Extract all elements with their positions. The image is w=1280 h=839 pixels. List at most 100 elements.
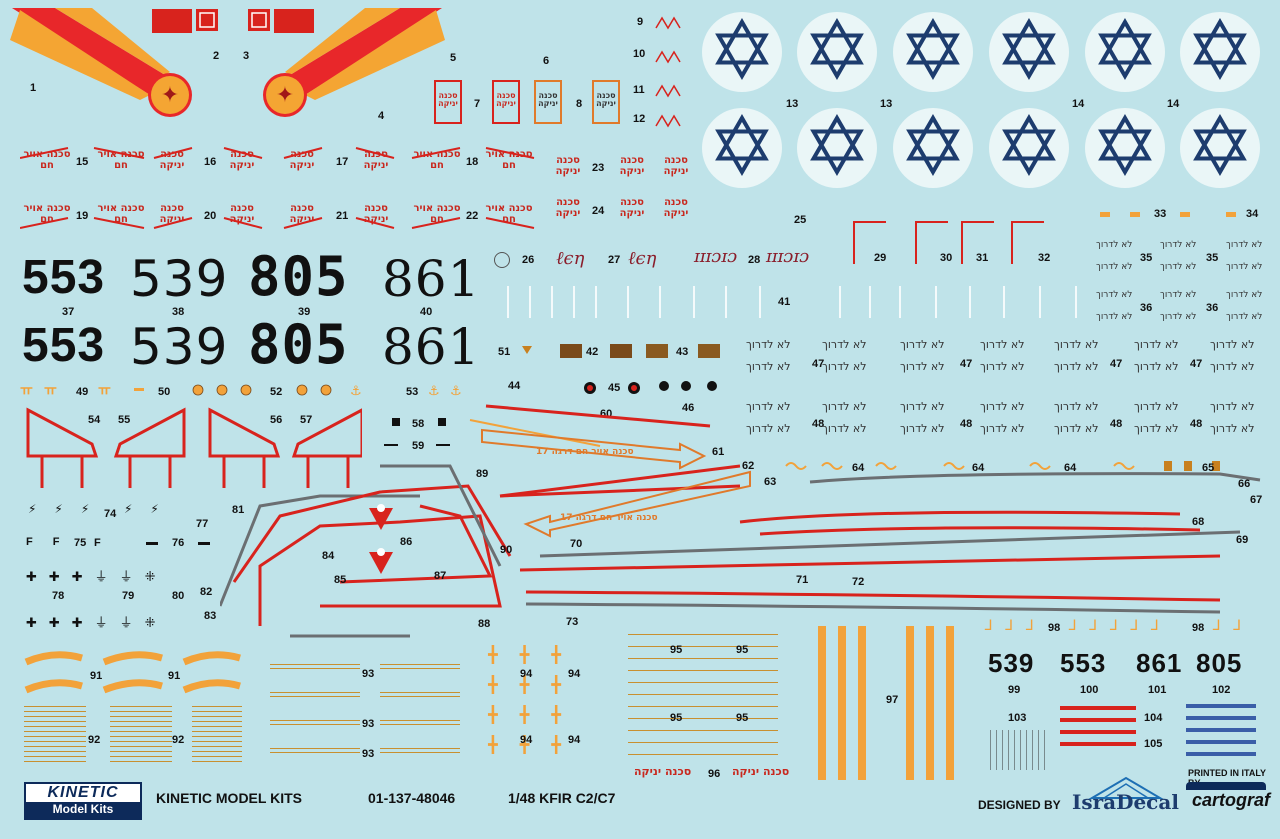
danger-text: סכנה יניקה bbox=[619, 197, 645, 219]
decal-number: 48 bbox=[960, 418, 973, 430]
star-icon: ✡ bbox=[802, 4, 872, 99]
decal-number: 57 bbox=[300, 414, 313, 426]
decal-number: 85 bbox=[334, 574, 347, 586]
small-black-markings: ✚✚✚⏚⏚⁜ bbox=[26, 570, 168, 585]
small-black-markings: F bbox=[94, 537, 101, 549]
no-step-text: לא לדרוך bbox=[746, 422, 791, 435]
decal-number: 48 bbox=[1190, 418, 1203, 430]
danger-text: סכנה אויר חם bbox=[413, 203, 461, 225]
decal-number: 86 bbox=[400, 536, 413, 548]
decal-number: 45 bbox=[608, 382, 621, 394]
no-step-text: לא לדרוך bbox=[900, 422, 945, 435]
decal-number: 13 bbox=[786, 98, 799, 110]
decal-number: 87 bbox=[434, 570, 447, 582]
small-print-block bbox=[990, 730, 1050, 770]
decal-number: 95 bbox=[736, 644, 749, 656]
decal-number: 63 bbox=[764, 476, 777, 488]
small-black-markings bbox=[146, 542, 158, 545]
decal-number: 94 bbox=[520, 734, 533, 746]
decal-number: 47 bbox=[1190, 358, 1203, 370]
decal-number: 93 bbox=[362, 748, 375, 760]
no-step-text: לא לדרוך bbox=[980, 422, 1025, 435]
decal-number: 41 bbox=[778, 296, 791, 308]
script-marking: ɪɪɪɔɪɔ bbox=[694, 246, 738, 267]
decal-number: 29 bbox=[874, 252, 887, 264]
small-black-markings: FF bbox=[26, 536, 80, 548]
no-step-text: לא לדרוך bbox=[1160, 262, 1197, 272]
decal-number: 103 bbox=[1008, 712, 1027, 724]
star-of-david-roundel: ✡ bbox=[893, 107, 973, 189]
star-of-david-roundel: ✡ bbox=[989, 107, 1069, 189]
decal-number: 33 bbox=[1154, 208, 1167, 220]
decal-number: 64 bbox=[972, 462, 985, 474]
serial-number: 539 bbox=[130, 318, 229, 376]
decal-number: 105 bbox=[1144, 738, 1163, 750]
placard-box: סכנה יניקה bbox=[592, 80, 620, 124]
small-dash-markings bbox=[1100, 212, 1236, 217]
serial-number: 553 bbox=[22, 251, 106, 304]
decal-number: 67 bbox=[1250, 494, 1263, 506]
decal-number: 98 bbox=[1192, 622, 1205, 634]
decal-number: 13 bbox=[880, 98, 893, 110]
no-step-text: לא לדרוך bbox=[1134, 400, 1179, 413]
star-of-david-roundel: ✡ bbox=[1085, 11, 1165, 93]
no-step-text: לא לדרוך bbox=[1210, 400, 1255, 413]
decal-number: 68 bbox=[1192, 516, 1205, 528]
star-icon: ✡ bbox=[1090, 100, 1160, 195]
stripe-markings bbox=[220, 404, 1261, 638]
decal-number: 83 bbox=[204, 610, 217, 622]
kinetic-logo: KINETIC Model Kits bbox=[24, 782, 142, 820]
decal-number: 30 bbox=[940, 252, 953, 264]
black-square bbox=[392, 418, 400, 426]
decal-number: 39 bbox=[298, 306, 311, 318]
decal-number: 12 bbox=[633, 113, 646, 125]
decal-number: 48 bbox=[812, 418, 825, 430]
star-icon: ✡ bbox=[898, 4, 968, 99]
small-orange-marking: ᒧᒧᒧᒧᒧ bbox=[1068, 618, 1171, 634]
decal-number: 97 bbox=[886, 694, 899, 706]
star-of-david-roundel: ✡ bbox=[797, 4, 877, 99]
decal-number: 92 bbox=[172, 734, 185, 746]
decal-number: 10 bbox=[633, 48, 646, 60]
star-icon: ✡ bbox=[1185, 100, 1255, 195]
decal-number: 14 bbox=[1167, 98, 1180, 110]
danger-text: סכנה אויר חם bbox=[485, 203, 533, 225]
decal-number: 20 bbox=[204, 210, 217, 222]
no-step-text: לא לדרוך bbox=[1210, 422, 1255, 435]
danger-text: סכנה יניקה bbox=[619, 155, 645, 177]
decal-number: 9 bbox=[637, 16, 644, 28]
decal-number: 31 bbox=[976, 252, 989, 264]
danger-text: סכנה יניקה bbox=[159, 203, 185, 225]
no-step-text: לא לדרוך bbox=[822, 400, 867, 413]
black-line bbox=[436, 444, 450, 446]
danger-slash-lines bbox=[20, 147, 535, 229]
no-step-text: לא לדרוך bbox=[1160, 290, 1197, 300]
decal-number: 90 bbox=[500, 544, 513, 556]
decal-number: 52 bbox=[270, 386, 283, 398]
decal-number: 37 bbox=[62, 306, 75, 318]
decal-number: 42 bbox=[586, 346, 599, 358]
svg-text:⚓: ⚓ bbox=[350, 384, 362, 398]
decal-number: 43 bbox=[676, 346, 689, 358]
cartograf-logo: cartograf bbox=[1192, 790, 1271, 810]
placard-text: סכנה יניקה bbox=[438, 91, 458, 109]
placard-box: סכנה יניקה bbox=[492, 80, 520, 124]
no-step-text: לא לדרוך bbox=[1054, 338, 1099, 351]
decal-number: 36 bbox=[1140, 302, 1153, 314]
decal-number: 61 bbox=[712, 446, 725, 458]
decal-number: 64 bbox=[852, 462, 865, 474]
decal-number: 101 bbox=[1148, 684, 1167, 696]
decal-number: 11 bbox=[633, 84, 645, 96]
svg-text:✦: ✦ bbox=[276, 83, 294, 108]
decal-number: 3 bbox=[243, 50, 250, 62]
danger-text: סכנה יניקה bbox=[363, 149, 389, 171]
decal-number: 55 bbox=[118, 414, 131, 426]
serial-number: 805 bbox=[248, 313, 349, 376]
decal-number: 1 bbox=[30, 82, 37, 94]
small-black-markings bbox=[198, 542, 210, 545]
serial-number: 861 bbox=[382, 250, 481, 308]
isradecal-logo: IsraDecal bbox=[1072, 790, 1179, 814]
decal-number: 82 bbox=[200, 586, 213, 598]
decal-number: 47 bbox=[1110, 358, 1123, 370]
